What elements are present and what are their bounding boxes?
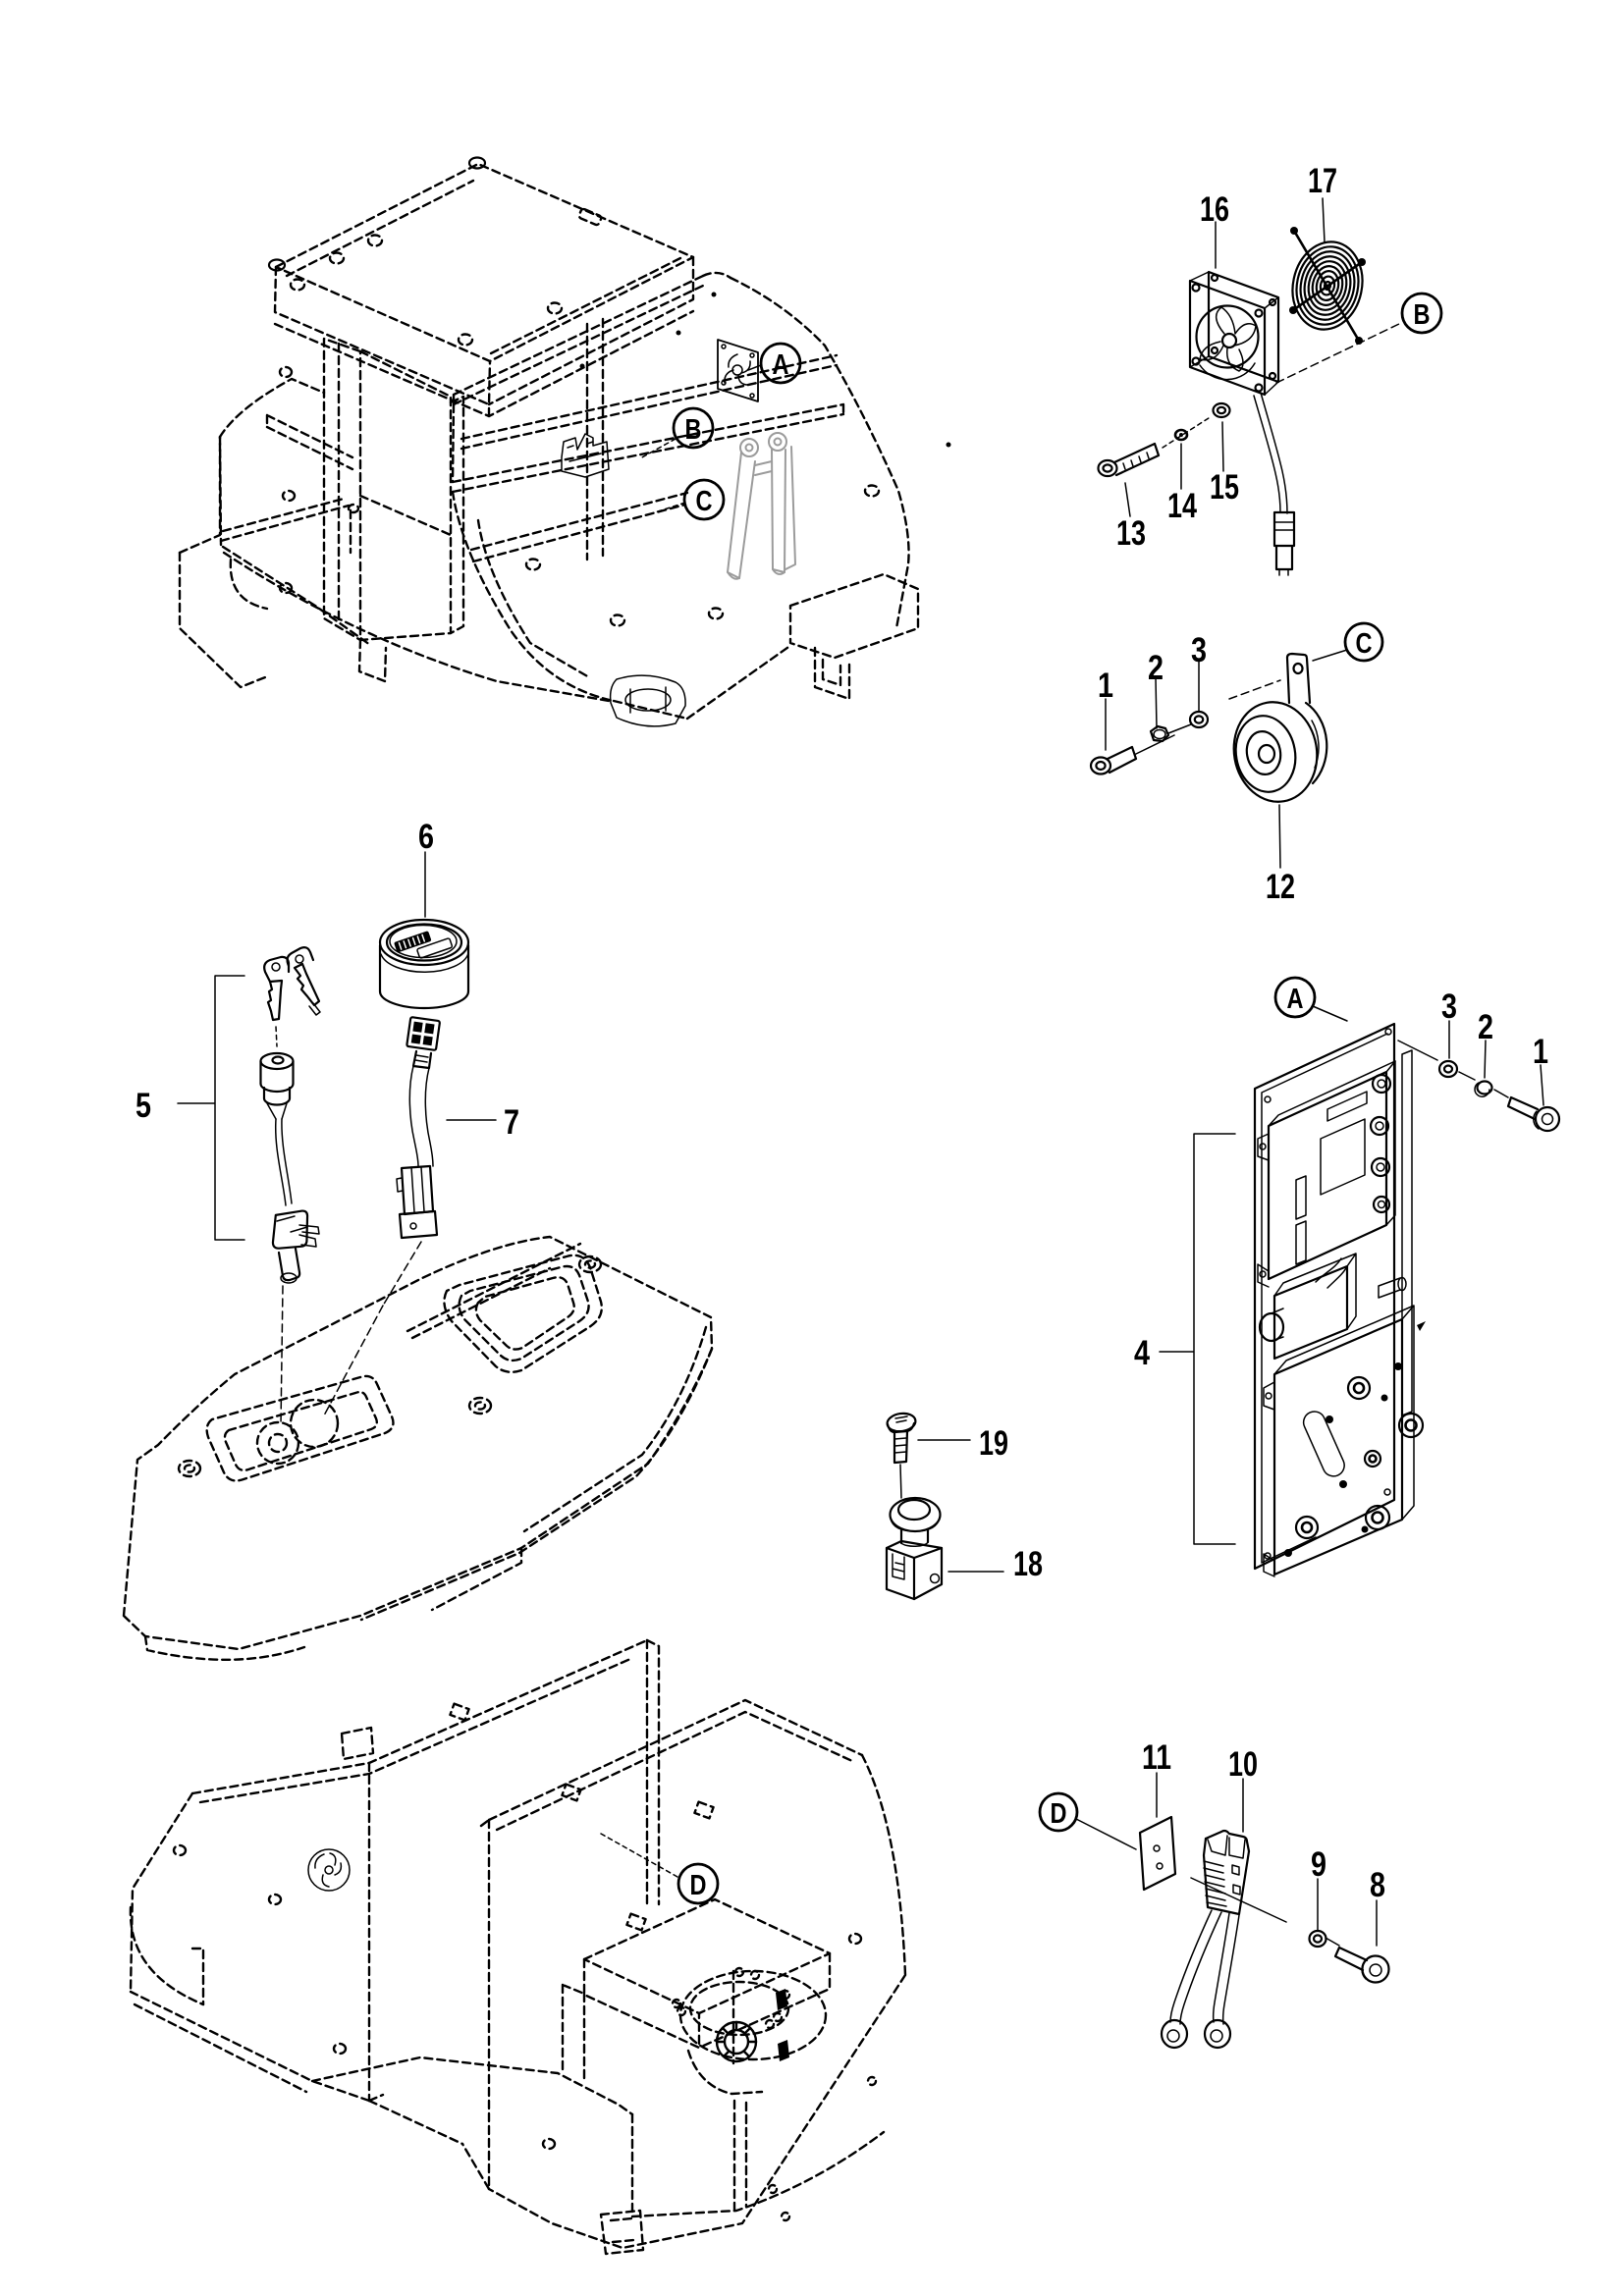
svg-text:19: 19 — [979, 1424, 1008, 1463]
svg-text:7: 7 — [504, 1103, 519, 1142]
svg-text:2: 2 — [1478, 1008, 1493, 1046]
svg-text:C: C — [1356, 628, 1373, 660]
svg-text:1: 1 — [1098, 667, 1113, 705]
svg-text:13: 13 — [1116, 514, 1146, 553]
svg-text:D: D — [690, 1870, 707, 1901]
svg-text:11: 11 — [1142, 1738, 1171, 1777]
svg-text:A: A — [773, 349, 789, 381]
svg-text:A: A — [1287, 984, 1304, 1015]
svg-text:5: 5 — [135, 1087, 151, 1125]
svg-text:9: 9 — [1311, 1845, 1326, 1884]
svg-text:6: 6 — [418, 818, 434, 856]
svg-text:1: 1 — [1533, 1033, 1548, 1071]
svg-text:B: B — [685, 414, 702, 446]
svg-text:3: 3 — [1191, 631, 1207, 669]
svg-text:8: 8 — [1370, 1866, 1385, 1904]
svg-text:C: C — [696, 486, 713, 517]
svg-text:4: 4 — [1134, 1334, 1150, 1372]
svg-text:B: B — [1414, 299, 1431, 331]
svg-text:3: 3 — [1441, 988, 1457, 1026]
svg-text:16: 16 — [1200, 190, 1229, 229]
svg-text:10: 10 — [1228, 1745, 1258, 1784]
svg-text:14: 14 — [1167, 487, 1197, 525]
svg-text:12: 12 — [1266, 868, 1295, 906]
svg-text:2: 2 — [1148, 649, 1164, 687]
svg-text:D: D — [1051, 1798, 1067, 1830]
svg-text:15: 15 — [1210, 468, 1239, 507]
svg-text:18: 18 — [1013, 1545, 1043, 1583]
svg-text:17: 17 — [1308, 162, 1337, 200]
